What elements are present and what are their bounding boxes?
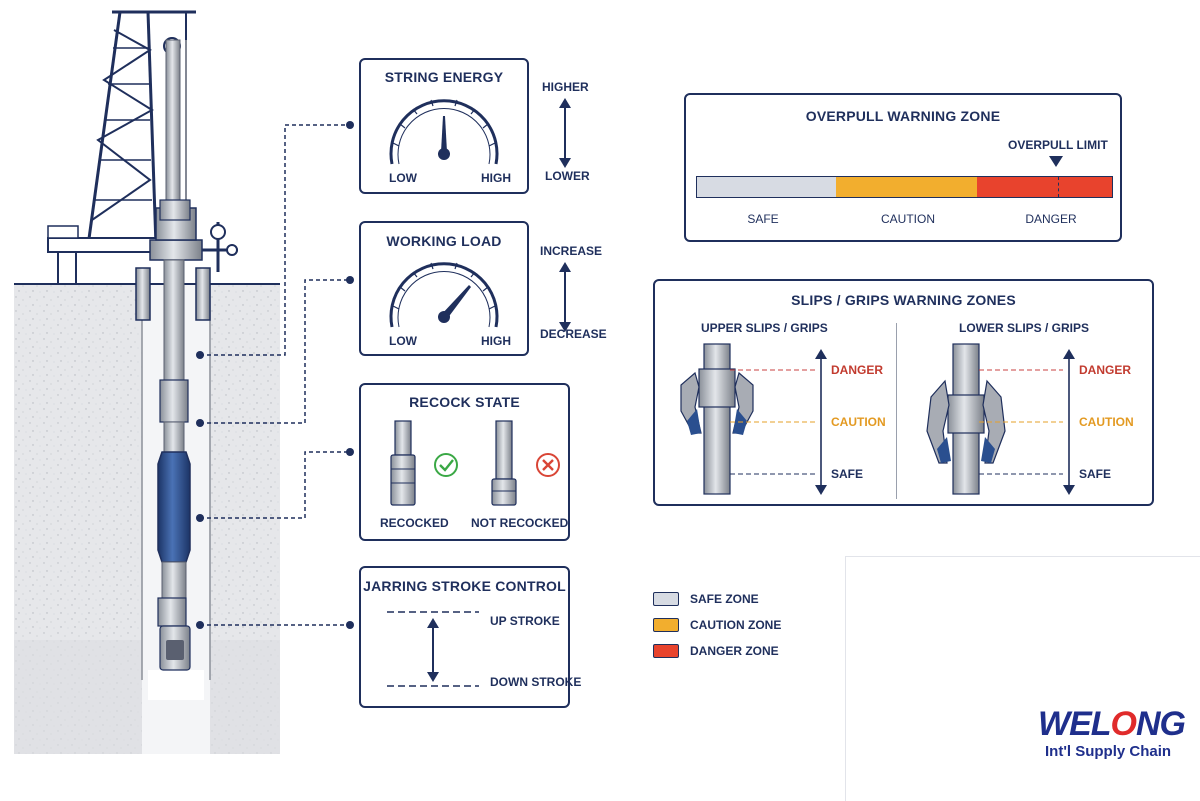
legend-caution-label: CAUTION ZONE [690,618,782,632]
up-stroke-label: UP STROKE [490,614,560,628]
logo-text-3: NG [1136,705,1186,743]
formation [14,284,280,754]
lower-caution-label: CAUTION [1079,415,1134,429]
lower-danger-label: DANGER [1079,363,1132,377]
double-arrow-icon [559,98,571,168]
caution-segment [836,177,979,197]
down-stroke-label: DOWN STROKE [490,675,582,689]
x-icon [536,453,560,477]
safe-segment [697,177,838,197]
legend-safe-swatch [653,592,679,606]
divider [896,323,897,499]
string-energy-low: LOW [389,171,417,185]
working-load-down-label: DECREASE [540,327,607,341]
limit-marker-icon [1049,156,1063,167]
legend-caution-swatch [653,618,679,632]
recock-illustrations [390,420,560,506]
jarring-stroke-title: JARRING STROKE CONTROL [363,578,566,594]
logo-tagline: Int'l Supply Chain [1045,743,1172,760]
limit-line [1058,177,1059,197]
working-load-up-label: INCREASE [540,244,603,258]
danger-zone-label: DANGER [1025,212,1077,226]
upper-slips-title: UPPER SLIPS / GRIPS [701,321,828,335]
caution-zone-label: CAUTION [881,212,935,226]
needle [441,285,471,319]
working-load-gauge [389,262,499,328]
not-recocked-label: NOT RECOCKED [471,516,569,530]
double-arrow-icon [559,262,571,332]
recock-state-title: RECOCK STATE [409,394,520,410]
overpull-panel: OVERPULL WARNING ZONE OVERPULL LIMIT SAF… [684,93,1122,242]
working-load-title: WORKING LOAD [386,233,502,249]
lower-slips-graphic [926,343,1075,495]
logo-area: WELONG Int'l Supply Chain [845,556,1200,801]
logo-text-2: O [1110,705,1137,743]
safe-zone-label: SAFE [747,212,779,226]
lower-slips-title: LOWER SLIPS / GRIPS [959,321,1090,335]
overpull-limit-label: OVERPULL LIMIT [1008,138,1108,152]
check-icon [434,453,458,477]
lower-safe-label: SAFE [1079,467,1112,481]
overpull-bar [696,176,1113,198]
danger-segment [977,177,1112,197]
string-energy-title: STRING ENERGY [384,69,504,85]
slips-title: SLIPS / GRIPS WARNING ZONES [791,292,1016,308]
welong-logo: WELONG [1038,705,1186,744]
upper-slips-graphic [680,343,827,495]
needle [441,116,447,152]
recocked-label: RECOCKED [380,516,449,530]
jarring-stroke-panel: JARRING STROKE CONTROL UP STROKE DOWN ST… [359,566,581,708]
string-energy-gauge [389,99,499,165]
not-recocked-tool-icon [491,420,517,506]
recock-state-panel: RECOCK STATE RECOCKED NOT RECOCKED [359,383,570,541]
stroke-diagram [387,611,479,687]
logo-text-1: WEL [1038,705,1112,743]
slips-panel: SLIPS / GRIPS WARNING ZONES UPPER SLIPS … [653,279,1154,506]
legend-safe-label: SAFE ZONE [690,592,759,606]
working-load-panel: WORKING LOAD LOW HIGH [359,221,529,356]
string-energy-panel: STRING ENERGY LOW HIGH [359,58,529,194]
string-energy-up-label: HIGHER [542,80,589,94]
string-energy-down-label: LOWER [545,169,590,183]
slips-illustration [680,343,1075,495]
legend-danger-swatch [653,644,679,658]
overpull-title: OVERPULL WARNING ZONE [805,108,1001,124]
upper-danger-label: DANGER [831,363,884,377]
upper-caution-label: CAUTION [831,415,886,429]
string-energy-high: HIGH [481,171,511,185]
upper-safe-label: SAFE [831,467,864,481]
drill-string [157,39,191,671]
legend-danger-label: DANGER ZONE [690,644,779,658]
leader-lines [200,124,348,626]
recocked-tool-icon [390,420,416,506]
working-load-high: HIGH [481,334,511,348]
working-load-low: LOW [389,334,417,348]
